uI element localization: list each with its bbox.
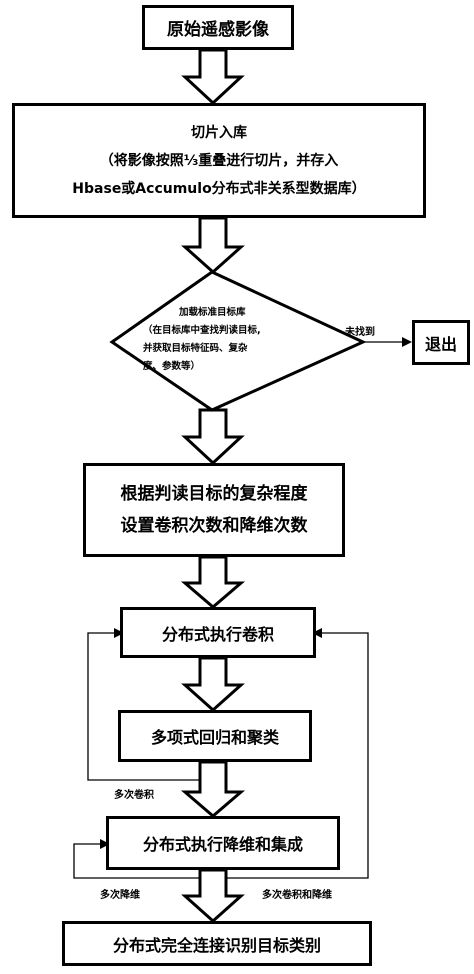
exit-box: 退出 xyxy=(412,320,470,365)
decision-line2: （在目标库中查找判读目标, xyxy=(143,325,261,336)
slice-store-box: 切片入库 （将影像按照⅓重叠进行切片，并存入 Hbase或Accumulo分布式… xyxy=(12,103,426,218)
regress-label: 多项式回归和聚类 xyxy=(150,728,279,747)
arrow-slice-to-decision xyxy=(181,216,245,275)
edge-multi-conv xyxy=(87,632,200,781)
multi-conv-reduce-label: 多次卷积和降维 xyxy=(262,890,332,901)
final-box: 分布式完全连接识别目标类别 xyxy=(62,921,372,966)
edge-multi-reduce xyxy=(73,843,200,879)
decision-line3: 并获取目标特征码、复杂 xyxy=(143,343,248,354)
set-params-line1: 根据判读目标的复杂程度 xyxy=(120,484,308,504)
final-label: 分布式完全连接识别目标类别 xyxy=(112,935,321,955)
set-params-box: 根据判读目标的复杂程度 设置卷积次数和降维次数 xyxy=(83,463,345,557)
source-image-label: 原始遥感影像 xyxy=(167,20,269,40)
multi-reduce-label: 多次降维 xyxy=(100,890,140,901)
not-found-label: 未找到 xyxy=(345,327,375,338)
arrow-regress-to-reduce xyxy=(180,760,246,818)
set-params-line2: 设置卷积次数和降维次数 xyxy=(120,516,308,536)
arrow-source-to-slice xyxy=(181,48,245,106)
conv-label: 分布式执行卷积 xyxy=(161,624,274,644)
regress-box: 多项式回归和聚类 xyxy=(118,710,312,762)
reduce-box: 分布式执行降维和集成 xyxy=(106,816,340,870)
exit-label: 退出 xyxy=(424,334,457,354)
slice-title: 切片入库 xyxy=(191,124,247,141)
reduce-label: 分布式执行降维和集成 xyxy=(142,835,303,854)
decision-diamond xyxy=(109,270,367,412)
source-image-box: 原始遥感影像 xyxy=(142,5,294,50)
multi-conv-label: 多次卷积 xyxy=(114,790,154,801)
slice-detail-line2: Hbase或Accumulo分布式非关系型数据库） xyxy=(72,180,366,197)
arrow-reduce-to-final xyxy=(181,868,245,924)
decision-line4: 度、参数等） xyxy=(143,361,201,372)
arrow-conv-to-regress xyxy=(181,656,245,713)
edge-multi-conv-reduce xyxy=(226,632,369,879)
slice-detail-line1: （将影像按照⅓重叠进行切片，并存入 xyxy=(99,152,339,169)
conv-box: 分布式执行卷积 xyxy=(120,607,316,658)
decision-title: 加载标准目标库 xyxy=(179,307,246,318)
arrow-decision-to-setparams xyxy=(181,408,245,466)
arrow-setparams-to-conv xyxy=(180,555,246,609)
